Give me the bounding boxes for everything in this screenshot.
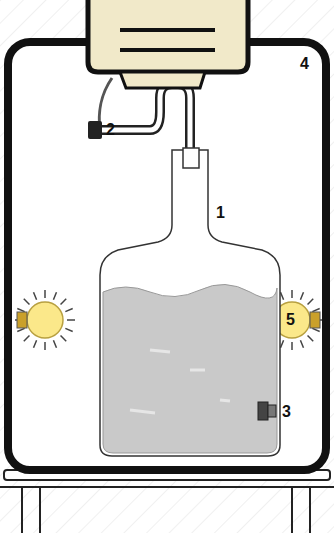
reservoir [88, 0, 248, 88]
housing [8, 42, 326, 470]
callout-number: 4 [300, 56, 309, 72]
stand [0, 470, 334, 533]
callout-number: 5 [286, 312, 295, 328]
callout-number: 1 [216, 205, 225, 221]
outlet-tap [258, 402, 276, 420]
callout-number: 3 [282, 404, 291, 420]
tube [88, 78, 199, 168]
bottle [100, 150, 280, 456]
callout-number: 2 [106, 122, 115, 138]
